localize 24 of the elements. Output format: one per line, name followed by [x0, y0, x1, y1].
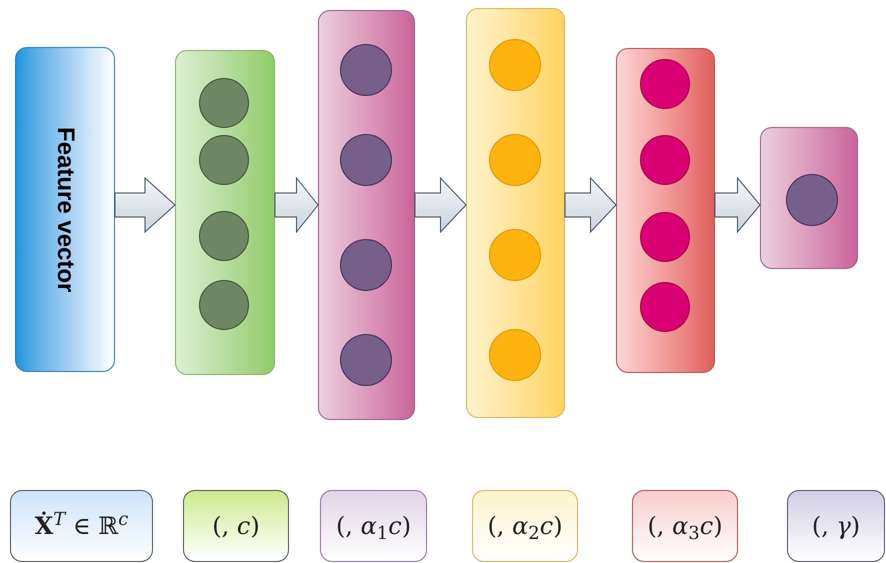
shape-label-box: [320, 490, 427, 562]
shape-formula: Ẋ$^{T}$ ∈ ℝ$^{c}$: [34, 508, 128, 542]
block-arrow: [114, 176, 176, 234]
node-label: Feature vector: [51, 126, 80, 292]
layer-box: [466, 8, 565, 418]
block-arrow: [274, 176, 319, 234]
layer-box: [318, 10, 415, 420]
layer-box: [175, 50, 275, 375]
block-arrow: [414, 176, 467, 234]
shape-label-box: [632, 490, 738, 562]
layer-box: [616, 48, 715, 373]
shape-formula: (, γ): [812, 511, 860, 542]
shape-label-box: [787, 490, 885, 562]
shape-formula: (, α$_{1}$c): [336, 511, 412, 544]
shape-formula: (, α$_{3}$c): [647, 511, 723, 544]
shape-label-box: [10, 490, 153, 562]
output-box: [760, 127, 858, 269]
shape-formula: (, α$_{2}$c): [487, 511, 563, 544]
shape-label-box: [472, 490, 578, 562]
shape-label-box: [183, 490, 289, 562]
input-box: [15, 47, 115, 372]
block-arrow: [714, 176, 761, 234]
block-arrow: [564, 176, 617, 234]
shape-formula: (, c): [212, 511, 260, 542]
